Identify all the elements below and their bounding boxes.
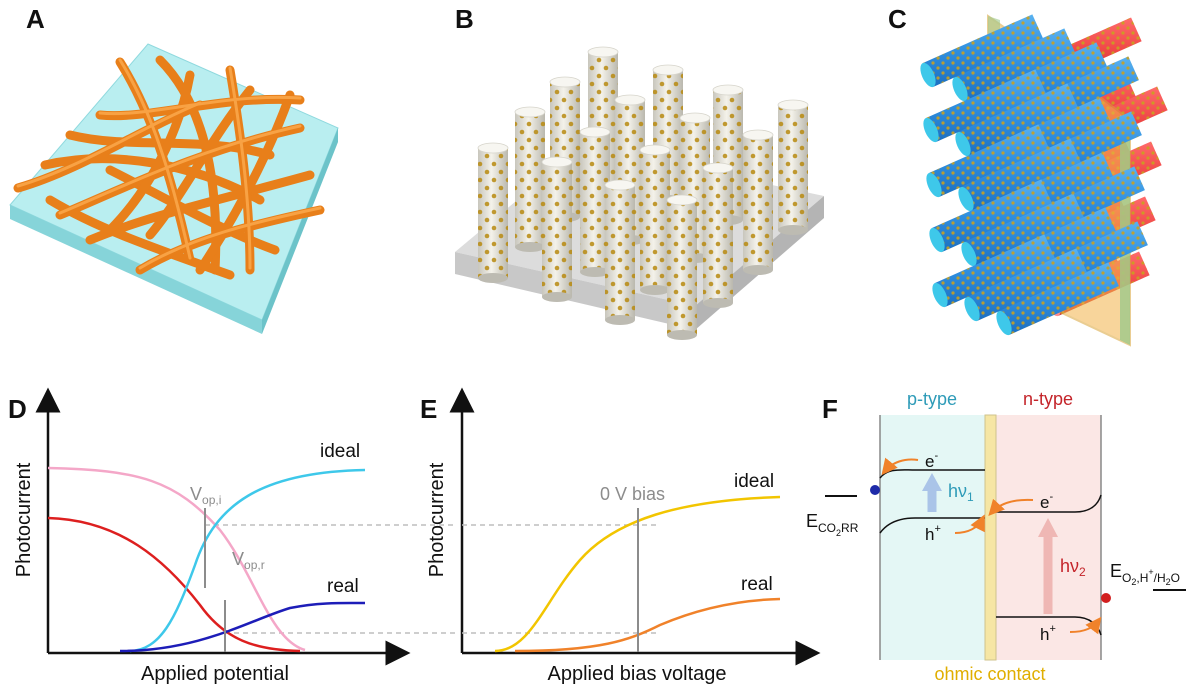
x-axis-label: Applied bias voltage <box>547 663 726 685</box>
panel-e: E Photocurrent Applied bias voltage 0 V … <box>420 387 821 685</box>
panel-c-label: C <box>888 4 907 34</box>
p-type-rod <box>958 138 1081 212</box>
real-curve <box>119 601 366 653</box>
o2-level-dot <box>1101 593 1111 603</box>
panel-c: C <box>888 4 1168 347</box>
ideal-label: ideal <box>734 471 774 492</box>
panel-b: B <box>455 4 824 340</box>
ideal-curve <box>494 495 781 653</box>
hole-transfer-arrow <box>954 514 985 534</box>
p-type-rod-array <box>920 14 1148 336</box>
electron-p: e- <box>925 450 938 471</box>
panel-d-label: D <box>8 394 27 424</box>
x-axis-label: Applied potential <box>141 663 289 685</box>
hv2-label: hν2 <box>1060 556 1086 579</box>
real-label: real <box>327 576 359 597</box>
nanopillar <box>604 179 636 325</box>
p-type-rod <box>923 69 1046 143</box>
pink-dark-current-ideal <box>47 466 306 652</box>
hole-n: h+ <box>1040 623 1056 644</box>
nanopillar <box>702 162 734 308</box>
panel-b-label: B <box>455 4 474 34</box>
nanopillar <box>514 106 546 252</box>
real-curve <box>514 597 781 653</box>
p-type-rod <box>964 248 1087 322</box>
vop-i-label: Vop,i <box>190 484 221 507</box>
nanopillar <box>541 156 573 302</box>
nanopillar-array <box>477 46 809 340</box>
ideal-label: ideal <box>320 441 360 462</box>
nanopillar <box>742 129 774 275</box>
nanopillar <box>666 194 698 340</box>
p-type-rod <box>926 124 1049 198</box>
nanowire-highlights <box>16 58 322 270</box>
p-type-rod <box>929 179 1052 253</box>
co2rr-level-label: ECO2RR <box>806 511 859 538</box>
y-axis-label: Photocurrent <box>426 462 448 577</box>
co2rr-level-dot <box>870 485 880 495</box>
panel-f: F p-type n-type ohmic contact hν1 hν2 e-… <box>806 389 1186 684</box>
panel-f-label: F <box>822 394 838 424</box>
hole-p: h+ <box>925 523 941 544</box>
p-type-rod <box>961 193 1084 267</box>
p-type-rod <box>952 28 1075 102</box>
ideal-curve <box>129 468 366 653</box>
nanopillar <box>639 144 671 295</box>
real-label: real <box>741 574 773 595</box>
p-type-region <box>880 415 985 660</box>
p-type-rod <box>932 234 1055 308</box>
zero-bias-label: 0 V bias <box>600 484 665 504</box>
n-conduction-band <box>996 494 1102 513</box>
p-valence-band <box>879 517 985 534</box>
nanopillar <box>579 126 611 277</box>
p-type-rod <box>920 14 1043 88</box>
panel-e-label: E <box>420 394 437 424</box>
p-type-rod <box>996 262 1119 336</box>
panel-a-label: A <box>26 4 45 34</box>
hole-oxidation-arrow <box>1069 616 1102 635</box>
hv1-label: hν1 <box>948 481 974 504</box>
electron-n: e- <box>1040 491 1053 512</box>
nanopillar <box>587 46 619 192</box>
ohmic-contact-label: ohmic contact <box>934 664 1045 684</box>
panel-d: D Photocurrent Applied potential Vop,i V… <box>8 387 455 685</box>
nanopillar <box>777 99 809 235</box>
panel-a: A <box>9 4 339 334</box>
y-axis-label: Photocurrent <box>13 462 35 577</box>
o2-level-label: EO2,H+/H2O <box>1110 561 1180 587</box>
vop-r-label: Vop,r <box>232 549 265 572</box>
p-type-label: p-type <box>907 389 957 409</box>
nanopillar <box>477 142 509 283</box>
n-type-label: n-type <box>1023 389 1073 409</box>
ohmic-contact-layer <box>984 414 997 661</box>
p-type-rod <box>955 83 1078 157</box>
electron-recombination-arrow <box>988 498 1034 516</box>
electron-transfer-arrow <box>881 457 919 476</box>
red-dark-current-real <box>47 516 301 653</box>
